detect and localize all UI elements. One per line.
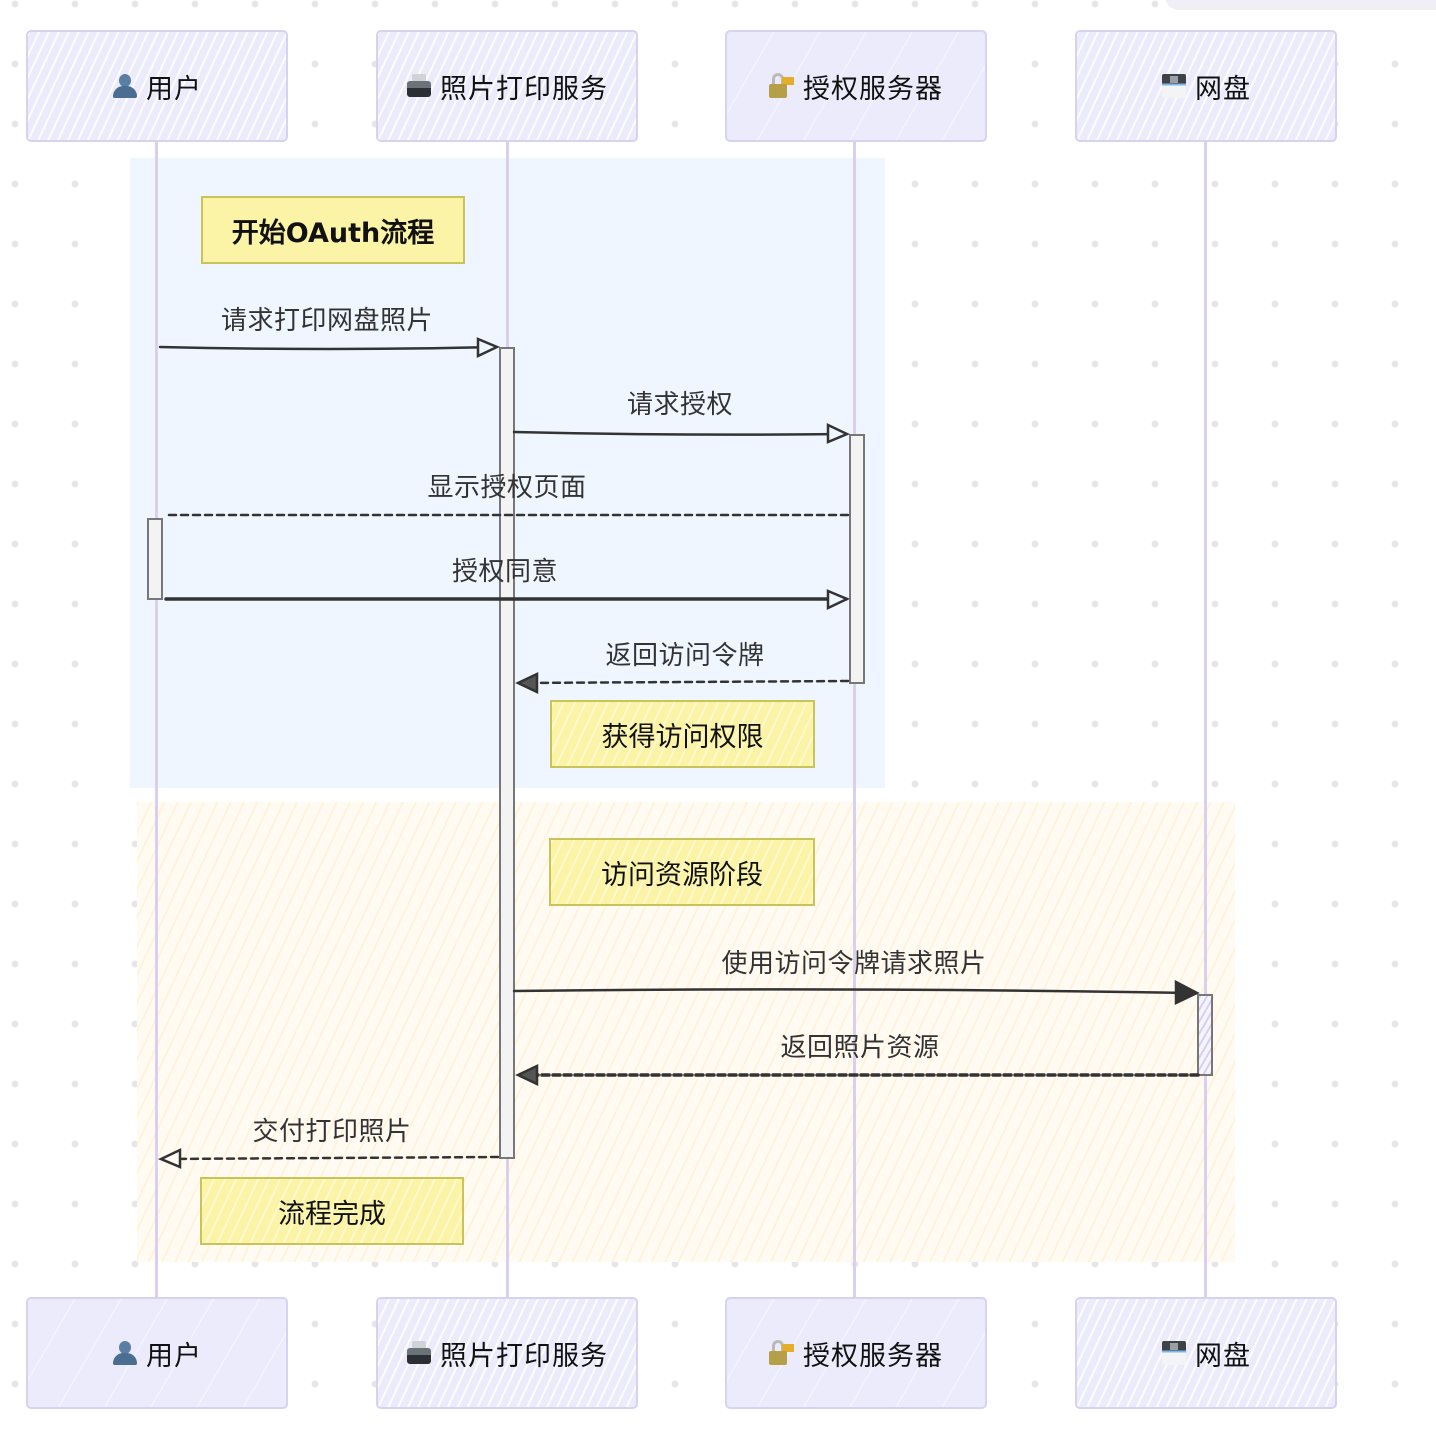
message-label: 请求打印网盘照片 [220,306,434,336]
arrowhead-open [515,672,539,694]
participant-label: 网盘 [1195,1340,1251,1372]
note-text: 流程完成 [278,1198,386,1230]
floppy-disk-icon [1161,1340,1187,1366]
note-text: 访问资源阶段 [601,859,763,891]
note-flow-complete: 流程完成 [200,1177,464,1245]
activation-user [147,518,163,600]
note-start-oauth: 开始OAuth流程 [201,196,465,264]
lock-icon [769,73,795,99]
lifeline-user [155,142,158,1298]
arrowhead-open [515,1064,539,1086]
arrow-request-print [158,345,498,351]
participant-label: 授权服务器 [803,73,943,105]
message-label: 返回照片资源 [780,1033,940,1063]
participant-user-top[interactable]: 用户 [26,30,288,142]
message-label: 显示授权页面 [427,473,587,503]
lock-icon [769,1340,795,1366]
top-toolbar-edge [1165,0,1436,10]
printer-icon [406,1340,432,1366]
arrow-request-photos [512,988,1192,995]
note-resource-phase: 访问资源阶段 [549,838,815,906]
message-label: 请求授权 [626,390,734,420]
participant-user-bottom[interactable]: 用户 [26,1297,288,1409]
participant-label: 照片打印服务 [440,1340,608,1372]
participant-print-top[interactable]: 照片打印服务 [376,30,638,142]
participant-auth-top[interactable]: 授权服务器 [725,30,987,142]
message-label: 使用访问令牌请求照片 [721,949,987,979]
note-text: 获得访问权限 [601,721,764,753]
arrowhead-filled [1174,979,1200,1005]
participant-disk-top[interactable]: 网盘 [1075,30,1337,142]
participant-label: 网盘 [1195,73,1251,105]
message-label: 授权同意 [451,557,559,587]
participant-label: 授权服务器 [803,1340,943,1372]
message-label: 交付打印照片 [252,1117,412,1147]
note-text: 开始OAuth流程 [231,217,435,249]
user-icon [112,73,138,99]
message-label: 返回访问令牌 [605,641,765,671]
participant-label: 用户 [146,1340,202,1372]
activation-print [499,347,515,1159]
printer-icon [406,73,432,99]
arrowhead-open [157,1148,182,1169]
arrow-request-auth [512,430,848,436]
arrow-deliver-photos [160,1155,500,1161]
arrowhead-open [476,337,501,358]
participant-auth-bottom[interactable]: 授权服务器 [725,1297,987,1409]
activation-auth [849,434,865,684]
arrowhead-open [826,589,851,610]
note-access-granted: 获得访问权限 [550,700,815,768]
participant-label: 照片打印服务 [440,73,608,105]
lifeline-auth [853,142,856,1298]
user-icon [112,1340,138,1366]
activation-disk [1197,994,1213,1076]
participant-label: 用户 [146,73,202,105]
floppy-disk-icon [1161,73,1187,99]
participant-print-bottom[interactable]: 照片打印服务 [376,1297,638,1409]
lifeline-disk [1204,142,1207,1298]
arrowhead-open [826,423,851,444]
arrow-return-token [518,679,850,685]
participant-disk-bottom[interactable]: 网盘 [1075,1297,1337,1409]
